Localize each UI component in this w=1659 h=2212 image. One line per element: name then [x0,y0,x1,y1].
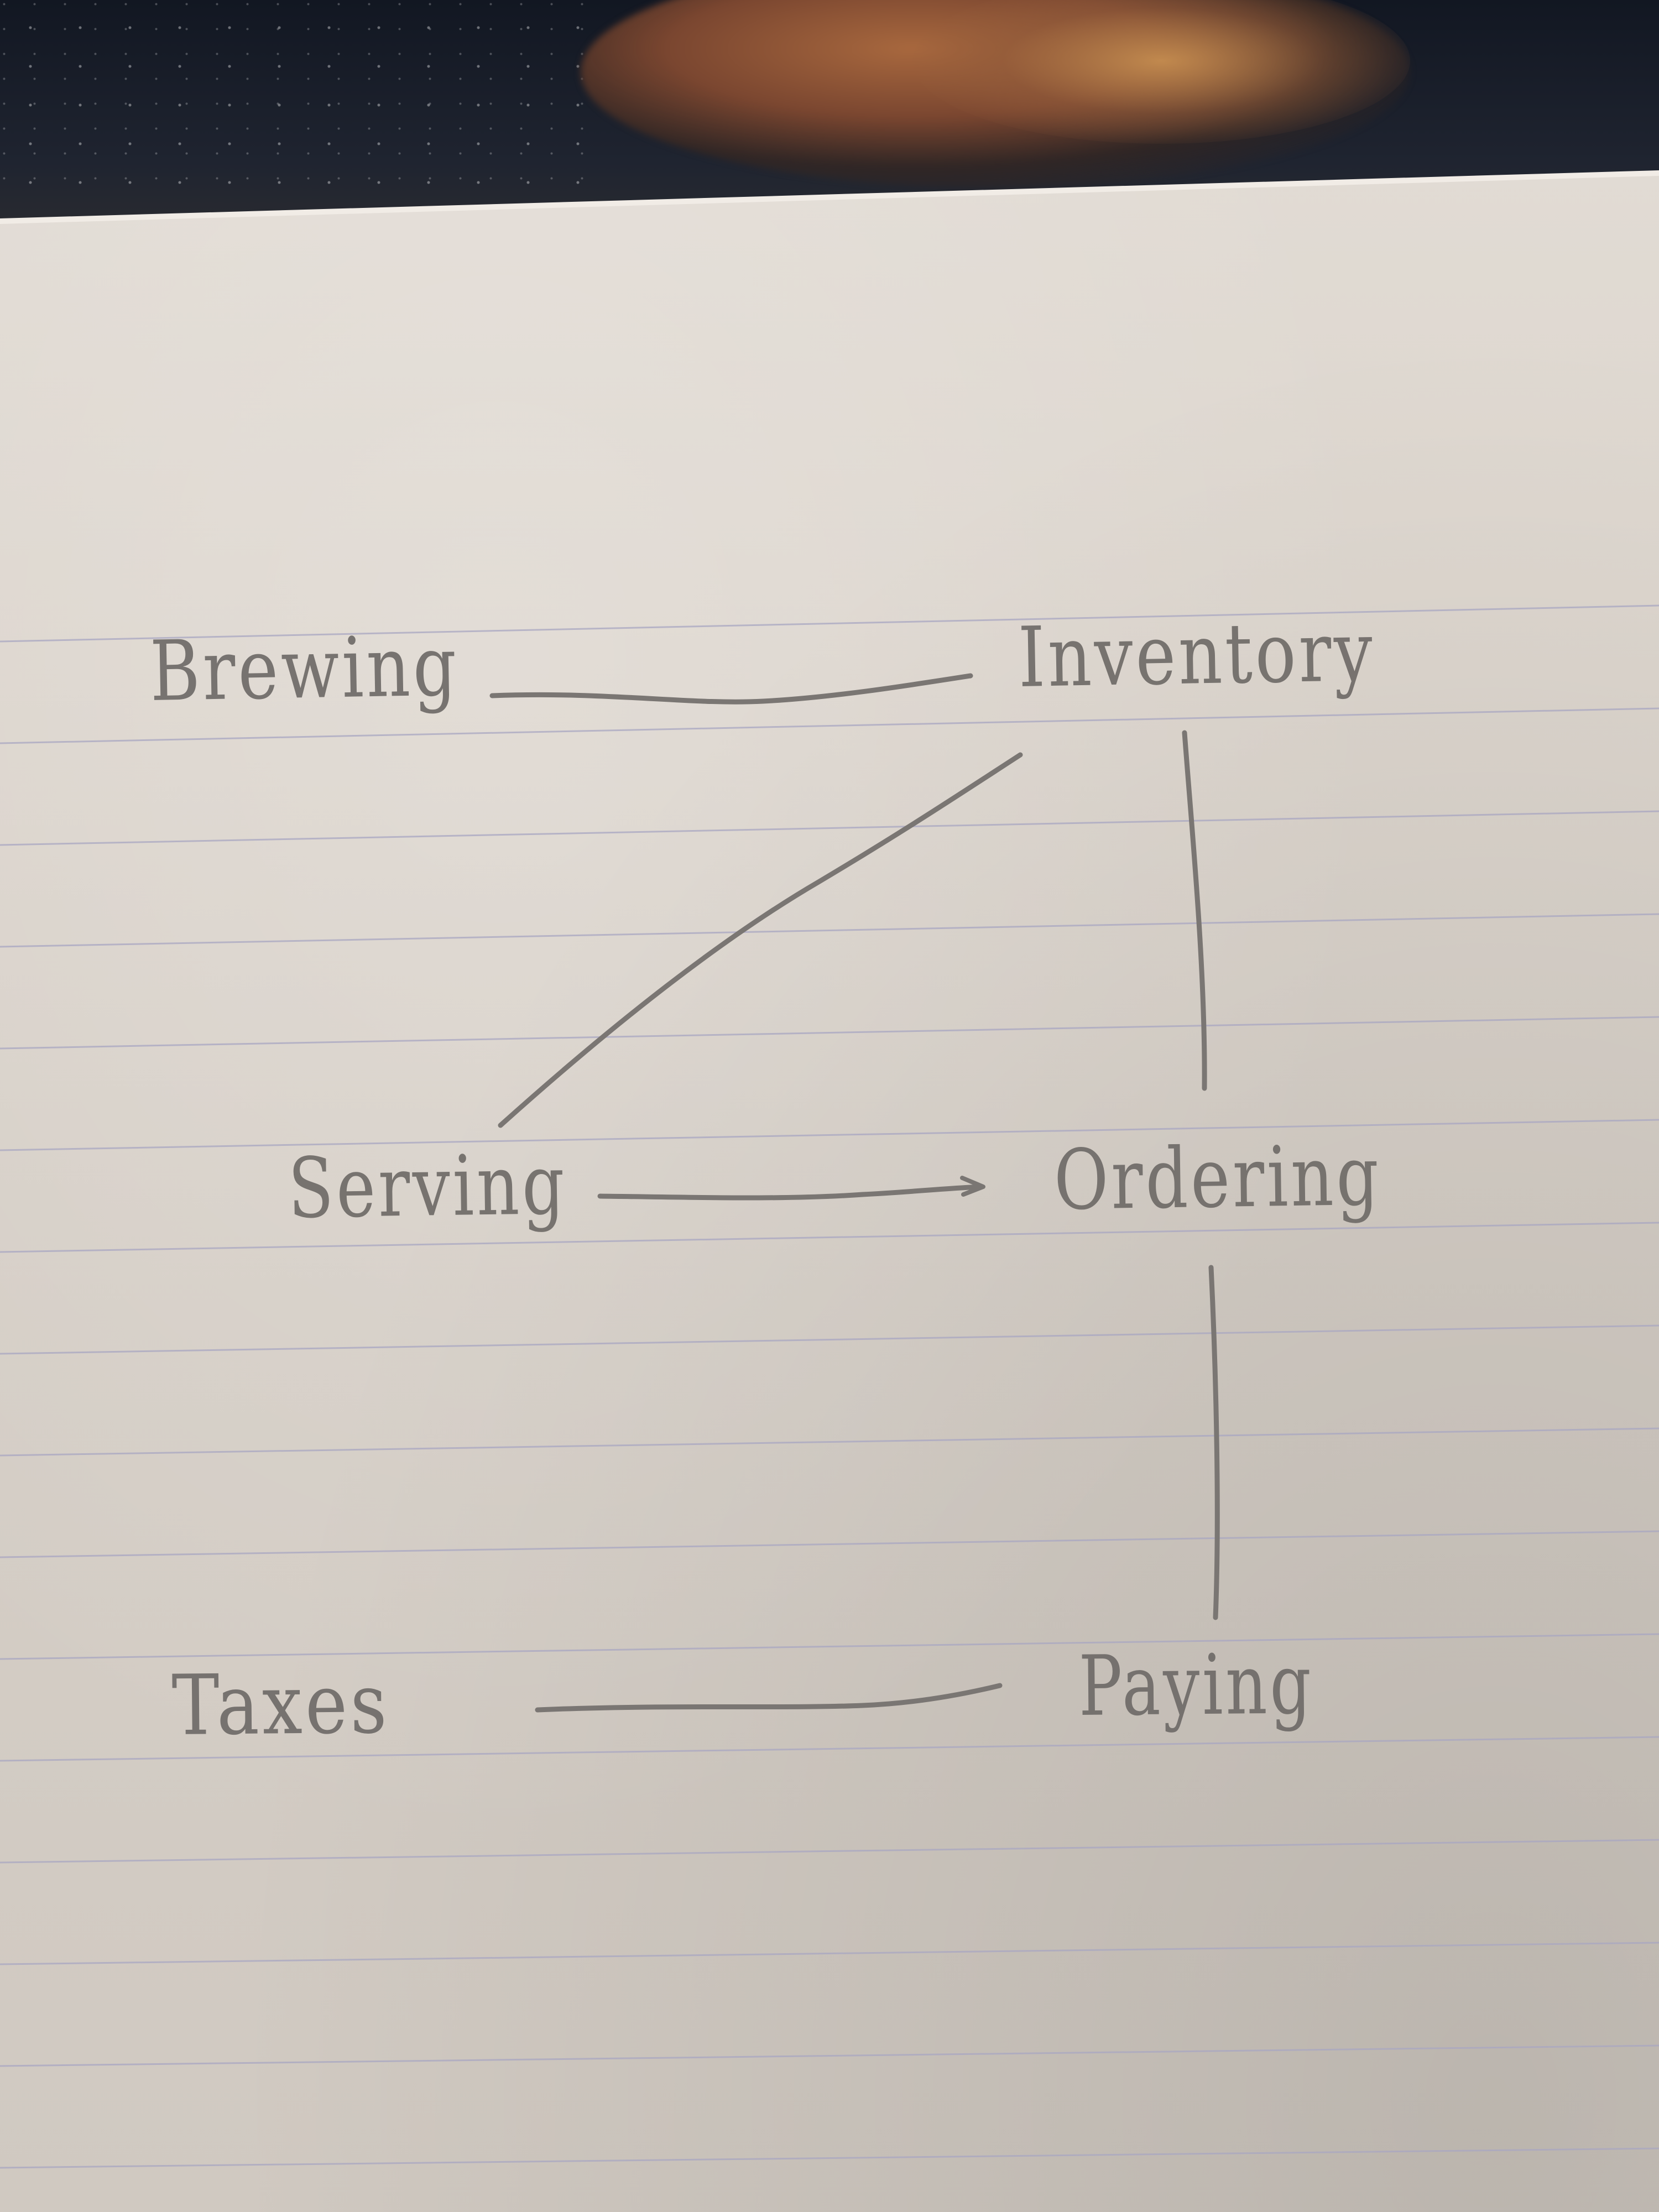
ruled-line [0,1633,1659,1660]
ruled-line [0,2147,1659,2169]
ruled-line [0,1427,1659,1457]
background-sparkles [0,0,608,199]
ruled-line [0,1324,1659,1355]
edge-taxes-paying [535,1683,1003,1713]
ruled-line [0,707,1659,744]
edge-ordering-paying [1208,1265,1220,1620]
edge-brewing-inventory [489,673,973,705]
node-paying: Paying [1078,1636,1314,1735]
node-brewing: Brewing [149,618,460,720]
ruled-line [0,1530,1659,1558]
ruled-line [0,1736,1659,1762]
ruled-line [0,1119,1659,1151]
ruled-line [0,1222,1659,1253]
edge-serving-ordering [597,1184,984,1201]
node-serving: Serving [287,1136,568,1237]
background-glow-highlight [912,0,1410,144]
node-inventory: Inventory [1017,603,1376,706]
node-ordering: Ordering [1053,1128,1383,1229]
edge-serving-inventory [498,752,1023,1128]
ruled-line [0,2044,1659,2067]
ruled-line [0,604,1659,643]
ruled-line [0,1016,1659,1050]
arrowhead-ordering [960,1176,985,1197]
ruled-line [0,1839,1659,1864]
node-taxes: Taxes [171,1656,390,1754]
ruled-line [0,913,1659,948]
edge-inventory-ordering [1182,730,1207,1091]
ruled-line [0,1942,1659,1965]
ruled-line [0,810,1659,846]
